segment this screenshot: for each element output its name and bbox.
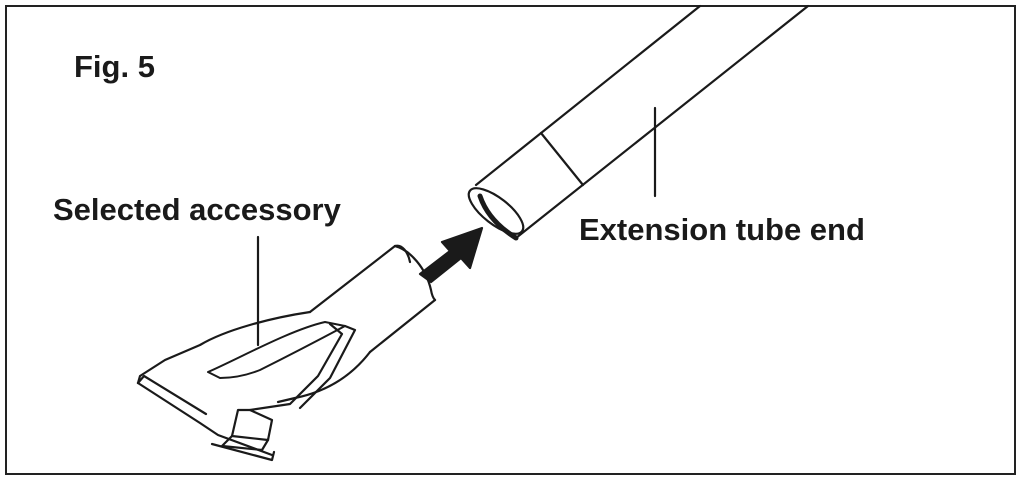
insert-arrow — [418, 226, 484, 284]
accessory-nozzle — [136, 244, 437, 462]
accessory-label: Selected accessory — [53, 192, 341, 227]
extension-tube — [467, 4, 810, 241]
figure-title: Fig. 5 — [74, 49, 155, 84]
tube-joint-line — [539, 131, 585, 187]
tube-rim — [477, 193, 519, 241]
tube-opening — [467, 187, 525, 235]
figure-border — [5, 5, 1016, 475]
tube-end-label: Extension tube end — [579, 212, 865, 247]
